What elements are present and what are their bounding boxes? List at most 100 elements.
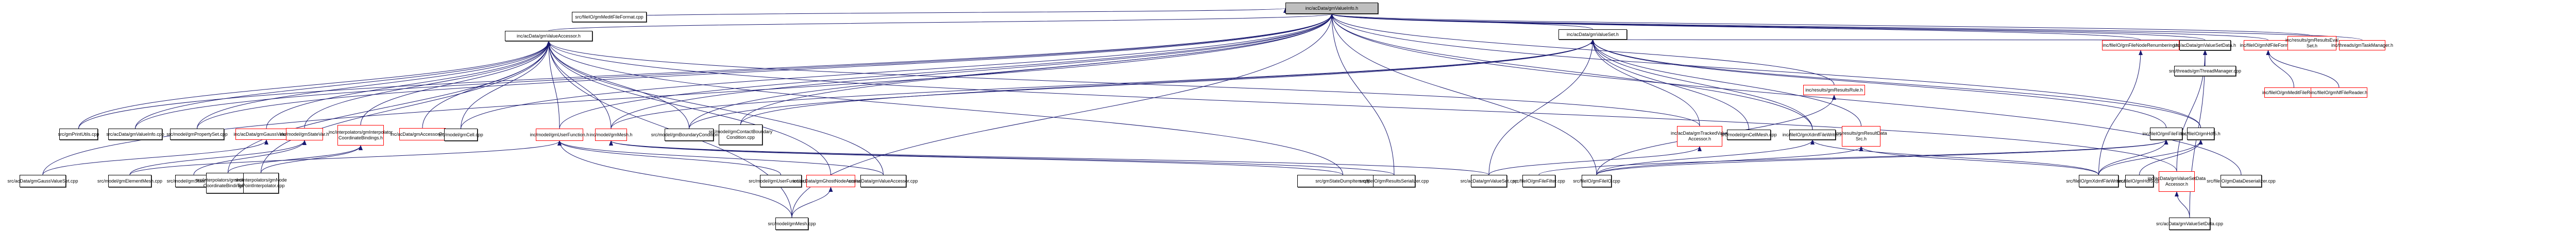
edge-vsetCpp-to-trackedH — [1488, 146, 1702, 175]
edge-meshCpp-to-userFnH — [557, 140, 792, 218]
node-proxyH[interactable]: inc/acData/gmAccessorProxy.h — [391, 128, 454, 140]
node-rdsH[interactable]: inc/results/gmResultData Src.h — [1835, 126, 1887, 147]
edge-fioCpp-to-root — [1330, 13, 1597, 175]
edge-trackedH-to-vaccH — [547, 41, 1700, 127]
node-ghostH[interactable]: inc/acData/gmGhostNodeAccessor.h — [793, 175, 869, 187]
edge-userFnH-to-vaccH — [547, 41, 560, 129]
node-userFnH[interactable]: inc/model/gmUserFunction.h — [530, 129, 589, 141]
edge-nfffH-to-root — [1330, 13, 2268, 41]
edge-rdsH-to-vsetH — [1590, 39, 1861, 127]
node-xdmfCpp[interactable]: src/fileIO/gmXdmfFileWriter.cpp — [2066, 175, 2131, 187]
node-trackedH[interactable]: inc/acData/gmTrackedValue Accessor.h — [1671, 126, 1728, 147]
edge-renumH-to-root — [1330, 13, 2141, 41]
node-stateVarH[interactable]: inc/model/gmStateVar.h — [280, 128, 329, 140]
edge-printCpp-to-vaccH — [78, 41, 551, 129]
edge-taskH-to-root — [1330, 13, 2363, 41]
edge-cellCpp-to-root — [461, 13, 1334, 129]
node-xdmfWH[interactable]: inc/fileIO/gmXdmfFileWriter.h — [1783, 130, 1842, 140]
edge-meshCpp-to-ghostH — [791, 187, 833, 218]
edge-propCpp-to-vaccH — [197, 41, 551, 129]
node-gaussH[interactable]: inc/acData/gmGaussValueSet.h — [234, 129, 299, 140]
edge-serCpp-to-root — [1330, 13, 1395, 175]
node-renumH[interactable]: inc/fileIO/gmFileNodeRenumbering.h — [2102, 40, 2179, 50]
node-hdf5Cpp[interactable]: src/fileIO/gmHdf5.cpp — [2117, 175, 2162, 187]
edge-cbcCpp-to-root — [740, 13, 1334, 125]
edge-fioCpp-to-xdmfWH — [1596, 139, 1815, 175]
edge-hdf5Cpp-to-hdf5H — [2139, 139, 2203, 175]
edge-meditff-to-root — [609, 8, 1287, 17]
edge-xdmfCpp-to-renumH — [2098, 50, 2143, 175]
node-root[interactable]: inc/acData/gmValueInfo.h — [1285, 3, 1378, 14]
edge-gaussH-to-vaccH — [266, 41, 551, 129]
edge-fioCpp-to-ffilterH — [1596, 139, 2168, 175]
edge-dumpCpp-to-vaccH — [547, 41, 1343, 175]
node-propCpp[interactable]: src/model/gmPropertySet.cpp — [166, 129, 228, 140]
node-ffilterH[interactable]: inc/fileIO/gmFileFilter.h — [2143, 128, 2190, 140]
edge-trackedH-to-vsetH — [1590, 39, 1700, 127]
edge-vsetCpp-to-meshH — [609, 140, 1489, 175]
edge-meshH-to-root — [611, 13, 1334, 129]
edge-vinfoCpp-to-vaccH — [135, 41, 551, 129]
node-rrulH[interactable]: inc/results/gmResultsRule.h — [1803, 85, 1865, 95]
edge-vsdCpp-to-vsdaH — [2175, 191, 2190, 218]
node-deserCpp[interactable]: src/fileIO/gmDataDeserializer.cpp — [2207, 175, 2276, 187]
edge-cellMeshCpp-to-vsetH — [1590, 39, 1749, 130]
edge-hdf5H-to-vsetH — [1590, 39, 2201, 128]
edge-xdmfCpp-to-rdsH — [1859, 146, 2099, 175]
node-cellCpp[interactable]: src/model/gmCell.cpp — [438, 129, 483, 141]
edge-userFnCpp-to-userFnH — [557, 140, 781, 175]
node-bcCpp[interactable]: src/model/gmBoundaryCondition.cpp — [651, 129, 727, 141]
edge-deserCpp-to-root — [1330, 13, 2242, 175]
node-meshCpp[interactable]: src/model/gmMesh.cpp — [768, 218, 816, 230]
node-cbcCpp[interactable]: src/model/gmContactBoundary Condition.cp… — [709, 124, 772, 145]
node-vsetCpp[interactable]: src/acData/gmValueSet.cpp — [1461, 175, 1517, 187]
node-vaccCpp[interactable]: src/acData/gmValueAccessor.cpp — [849, 175, 918, 187]
node-vaccH[interactable]: inc/acData/gmValueAccessor.h — [505, 31, 592, 41]
node-emeshCpp[interactable]: src/model/gmElementMesh.cpp — [97, 175, 162, 187]
edge-interpH-to-vaccH — [360, 41, 551, 125]
node-printCpp[interactable]: src/gmPrintUtils.cpp — [58, 129, 99, 140]
edge-bcCpp-to-vaccH — [547, 41, 689, 129]
edge-vsetCpp-to-vsetH — [1488, 39, 1595, 175]
edge-xdmfWH-to-vsetH — [1590, 39, 1813, 130]
node-nfReadH[interactable]: inc/fileIO/gmNfFileReader.h — [2311, 87, 2367, 98]
node-ffilterCpp[interactable]: src/fileIO/gmFileFilter.cpp — [1513, 175, 1565, 187]
edge-cellCpp-to-vaccH — [461, 41, 551, 129]
node-hdf5H[interactable]: inc/fileIO/gmHdf5.h — [2181, 128, 2221, 140]
node-fioCpp[interactable]: src/fileIO/gmFileIO.cpp — [1573, 175, 1620, 187]
edge-ffilterH-to-vsetH — [1590, 39, 2166, 128]
edge-propCpp-to-root — [197, 13, 1334, 129]
node-vsdCpp[interactable]: src/acData/gmValueSetData.cpp — [2156, 218, 2223, 230]
node-cellMeshCpp[interactable]: src/model/gmCellMesh.cpp — [1721, 130, 1777, 140]
node-userFnCpp[interactable]: src/model/gmUserFunction.cpp — [749, 175, 813, 187]
node-vsdaH[interactable]: inc/acData/gmValueSetData Accessor.h — [2148, 171, 2206, 192]
node-revalH[interactable]: inc/results/gmResultsEval Set.h — [2285, 36, 2338, 50]
edge-stateVarH-to-vaccH — [304, 41, 551, 129]
node-n2pCpp[interactable]: src/interpolators/gmNode ToPointInterpol… — [235, 173, 287, 193]
node-gaussCpp[interactable]: src/acData/gmGaussValueSet.cpp — [8, 175, 78, 187]
node-interpCpp[interactable]: src/interpolators/gmInterpolator Coordin… — [196, 173, 260, 193]
edge-bcCpp-to-root — [689, 13, 1334, 129]
edge-meditReadH-to-nfffH — [2266, 50, 2294, 88]
edge-ffilterCpp-to-ffilterH — [1538, 139, 2168, 175]
edge-meshH-to-vsetH — [611, 39, 1595, 129]
edge-vsdaH-to-vaccH — [547, 41, 2177, 172]
edge-hdf5H-to-root — [1330, 13, 2201, 128]
edge-vaccCpp-to-vaccH — [547, 41, 884, 175]
node-vsdH[interactable]: inc/acData/gmValueSetData.h — [2174, 40, 2236, 50]
node-threadCpp[interactable]: src/threads/gmThreadManager.cpp — [2169, 66, 2241, 76]
edge-rrulH-to-root — [1330, 13, 1835, 85]
node-taskH[interactable]: inc/threads/gmTaskManager.h — [2331, 40, 2393, 50]
node-meshH[interactable]: inc/model/gmMesh.h — [589, 129, 633, 141]
edge-svCpp-to-stateVarH — [193, 140, 307, 175]
node-interpH[interactable]: inc/interpolators/gmInterpolator Coordin… — [329, 125, 393, 146]
edge-vaccH-to-root — [548, 13, 1334, 31]
edge-dumpCpp-to-meshH — [609, 140, 1343, 175]
node-vsetH[interactable]: inc/acData/gmValueSet.h — [1558, 29, 1627, 40]
node-vinfoCpp[interactable]: src/acData/gmValueInfo.cpp — [106, 129, 164, 140]
edge-userFnH-to-root — [559, 13, 1334, 129]
node-meditff[interactable]: src/fileIO/gmMeditFileFormat.cpp — [572, 12, 647, 22]
edge-cbcCpp-to-vsetH — [740, 39, 1595, 125]
node-serCpp[interactable]: src/fileIO/gmResultsSerializer.cpp — [1360, 175, 1429, 187]
edge-vinfoCpp-to-root — [135, 13, 1334, 129]
